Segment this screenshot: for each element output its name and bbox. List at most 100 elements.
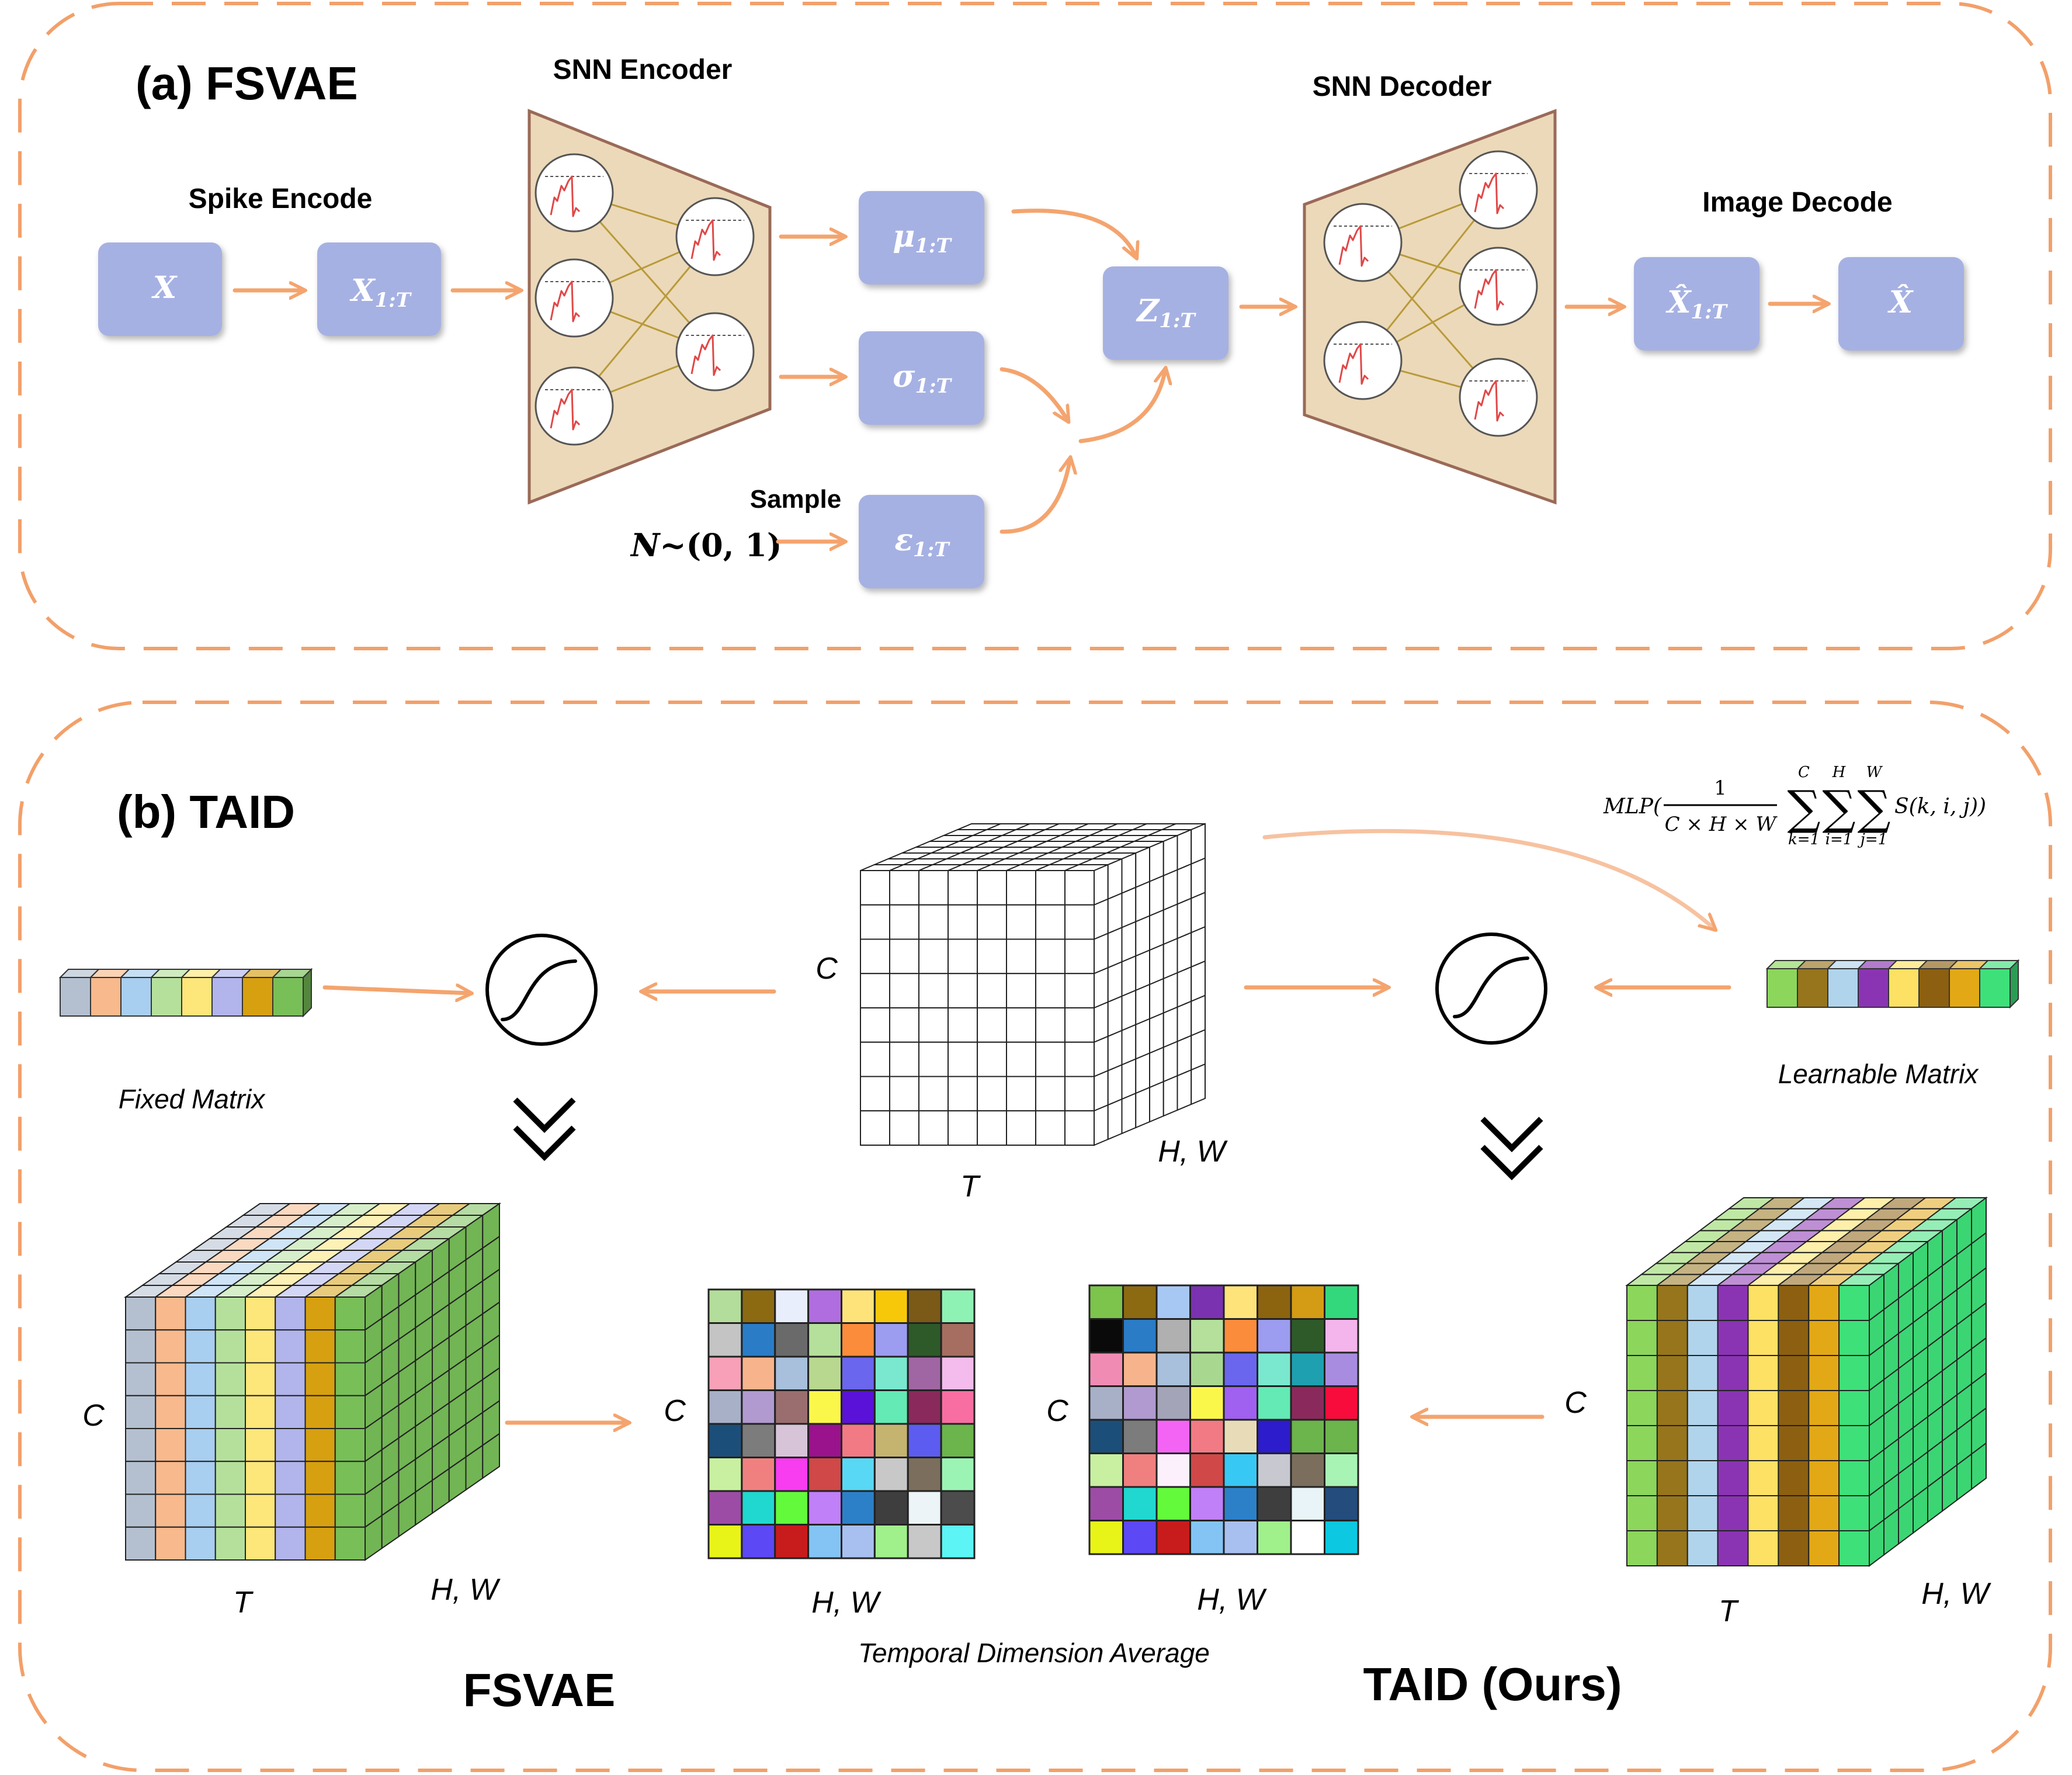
cube-front-cell	[185, 1493, 216, 1528]
neuron-icon	[535, 366, 614, 446]
cube-front-cell	[1778, 1390, 1810, 1426]
cube-front-cell	[125, 1362, 157, 1396]
grid-cell	[1324, 1419, 1359, 1454]
cube-front-cell	[1626, 1495, 1658, 1531]
grid-cell	[1155, 1486, 1191, 1521]
grid-cell	[774, 1389, 810, 1425]
cube-front-cell	[948, 904, 978, 940]
grid-cell	[873, 1457, 909, 1492]
grid-cell	[1257, 1486, 1292, 1521]
cube-front-cell	[185, 1362, 216, 1396]
formula-sum2-bottom: i=1	[1825, 831, 1853, 848]
cube-front-cell	[185, 1461, 216, 1495]
panel-b-border	[18, 701, 2052, 1772]
cube-front-cell	[125, 1461, 157, 1495]
right-cube-t-label: T	[1719, 1594, 1739, 1628]
cube-front-cell	[1717, 1320, 1749, 1356]
cube-front-cell	[1656, 1425, 1688, 1461]
cube-side-cell	[1121, 1058, 1137, 1100]
cube-front-cell	[185, 1428, 216, 1462]
grid-cell	[1324, 1318, 1359, 1354]
grid-cell	[1290, 1351, 1325, 1387]
grid-cell	[1257, 1385, 1292, 1421]
input-tensor-cube	[860, 823, 1206, 1146]
grid-cell	[1290, 1284, 1325, 1320]
panel-a-border	[18, 2, 2052, 650]
cube-front-cell	[214, 1296, 246, 1331]
temporal-average-label: Temporal Dimension Average	[858, 1638, 1210, 1668]
cube-front-cell	[1717, 1355, 1749, 1391]
grid-cell	[807, 1389, 842, 1425]
grid-cell	[1088, 1284, 1124, 1320]
cube-side-cell	[1135, 1052, 1150, 1094]
grid-cell	[841, 1322, 876, 1358]
strip-cell-side	[2009, 959, 2019, 1009]
cube-front-cell	[275, 1428, 306, 1462]
double-chevron-down-icon	[513, 1097, 576, 1162]
cube-front-cell	[977, 1110, 1007, 1146]
cube-front-cell	[1717, 1390, 1749, 1426]
neuron-icon	[1459, 358, 1538, 437]
cube-front-cell	[1035, 1076, 1065, 1112]
grid-cell	[1088, 1351, 1124, 1387]
cube-front-cell	[860, 1007, 890, 1043]
cube-front-cell	[214, 1395, 246, 1429]
cube-side-cell	[1176, 1034, 1192, 1077]
cube-front-cell	[334, 1493, 366, 1528]
arrows-panel-b	[322, 828, 1731, 1423]
cube-front-cell	[1747, 1460, 1779, 1496]
cube-front-cell	[1035, 1041, 1065, 1077]
cube-side-cell	[1135, 846, 1150, 889]
cube-front-cell	[185, 1395, 216, 1429]
taid-method-label: TAID (Ours)	[1363, 1658, 1622, 1710]
cube-side-cell	[1094, 932, 1109, 975]
strip-cell	[1979, 968, 2011, 1008]
grid-cell	[1155, 1318, 1191, 1354]
cube-front-cell	[948, 1110, 978, 1146]
cube-front-cell	[275, 1461, 306, 1495]
cube-front-cell	[1747, 1285, 1779, 1321]
neuron-icon	[535, 153, 614, 233]
arrow-epsilon-to-merge	[999, 459, 1070, 534]
grid-cell	[741, 1322, 776, 1358]
cube-front-cell	[1717, 1285, 1749, 1321]
cube-side-cell	[1149, 1046, 1164, 1088]
cube-side-cell	[1107, 1098, 1123, 1140]
grid-cell	[1155, 1351, 1191, 1387]
grid-cell	[841, 1457, 876, 1492]
center-cube-hw-label: H, W	[1158, 1135, 1228, 1169]
cube-side-cell	[1191, 823, 1206, 865]
taid-average-grid	[1088, 1284, 1359, 1555]
strip-cell	[1888, 968, 1920, 1008]
grid-cell	[940, 1389, 976, 1425]
grid-cell	[1290, 1486, 1325, 1521]
cube-front-cell	[1626, 1390, 1658, 1426]
grid-cell	[1290, 1318, 1325, 1354]
grid-cell	[1155, 1520, 1191, 1555]
grid-cell	[1189, 1452, 1225, 1488]
cube-side-cell	[1107, 1063, 1123, 1106]
arrow-sigma-to-merge	[999, 367, 1068, 421]
cube-front-cell	[214, 1428, 246, 1462]
cube-side-cell	[1121, 852, 1137, 895]
grid-cell	[873, 1423, 909, 1458]
cube-front-cell	[1006, 973, 1036, 1008]
cube-side-cell	[1149, 909, 1164, 951]
panel-b-title: (b) TAID	[117, 786, 295, 838]
left-grid-c-label: C	[664, 1394, 686, 1428]
cube-front-cell	[304, 1395, 336, 1429]
cube-front-cell	[304, 1362, 336, 1396]
cube-front-cell	[1064, 938, 1095, 975]
grid-cell	[907, 1423, 942, 1458]
node-xhat-1t-label: X̂1:T	[1665, 285, 1729, 324]
grid-cell	[841, 1524, 876, 1559]
right-grid-hw-label: H, W	[1197, 1583, 1267, 1617]
grid-cell	[841, 1288, 876, 1324]
cube-front-cell	[245, 1428, 276, 1462]
cube-front-cell	[1006, 1041, 1036, 1077]
panel-a-title: (a) FSVAE	[136, 57, 358, 109]
left-cube-c-label: C	[82, 1399, 105, 1433]
grid-cell	[741, 1457, 776, 1492]
fsvae-tensor-cube	[123, 1202, 502, 1561]
grid-cell	[940, 1423, 976, 1458]
